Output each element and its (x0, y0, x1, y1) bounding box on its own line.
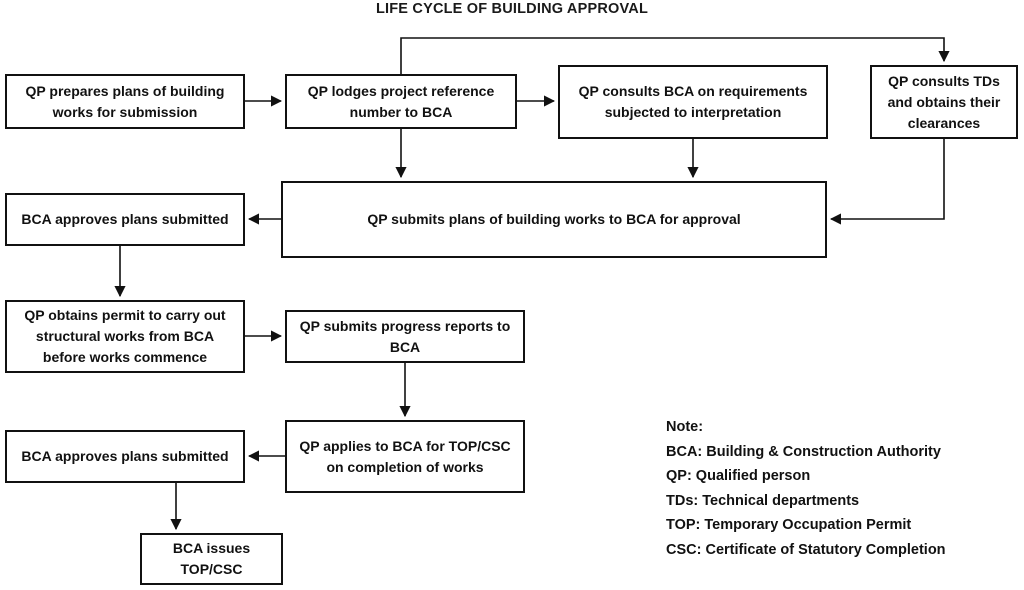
node-bca-approves-plans-1[interactable]: BCA approves plans submitted (5, 193, 245, 246)
legend-entry-qp: QP: Qualified person (666, 468, 811, 484)
node-label: QP consults BCA on requirements subjecte… (578, 83, 808, 120)
legend: Note: BCA: Building & Construction Autho… (666, 415, 946, 562)
node-qp-prepares-plans[interactable]: QP prepares plans of building works for … (5, 74, 245, 129)
node-label: QP obtains permit to carry out structura… (24, 307, 226, 365)
node-qp-applies-top-csc[interactable]: QP applies to BCA for TOP/CSC on complet… (285, 420, 525, 493)
edge-consult-tds-to-submit (829, 139, 945, 225)
node-qp-consults-tds[interactable]: QP consults TDs and obtains their cleara… (870, 65, 1018, 139)
node-bca-issues-top-csc[interactable]: BCA issues TOP/CSC (140, 533, 283, 585)
node-label: QP prepares plans of building works for … (25, 82, 225, 120)
legend-entry-top: TOP: Temporary Occupation Permit (666, 517, 912, 533)
node-label: BCA approves plans submitted (21, 211, 229, 227)
node-qp-submits-progress-reports[interactable]: QP submits progress reports to BCA (285, 310, 525, 363)
node-qp-obtains-permit[interactable]: QP obtains permit to carry out structura… (5, 300, 245, 373)
node-label: QP submits progress reports to BCA (299, 317, 511, 355)
node-label: QP applies to BCA for TOP/CSC on complet… (299, 437, 511, 475)
legend-entry-bca: BCA: Building & Construction Authority (666, 443, 941, 460)
node-label: QP consults TDs and obtains their cleara… (887, 72, 1001, 131)
node-bca-approves-plans-2[interactable]: BCA approves plans submitted (5, 430, 245, 483)
legend-entry-csc: CSC: Certificate of Statutory Completion (666, 541, 946, 558)
legend-heading: Note: (666, 419, 704, 435)
page-title: LIFE CYCLE OF BUILDING APPROVAL (375, 1, 649, 17)
node-label: QP lodges project reference number to BC… (307, 82, 495, 120)
node-label: BCA issues TOP/CSC (172, 540, 251, 577)
node-label: BCA approves plans submitted (21, 448, 229, 464)
node-qp-submits-plans[interactable]: QP submits plans of building works to BC… (281, 181, 827, 258)
node-label: QP submits plans of building works to BC… (367, 211, 741, 227)
node-qp-consults-bca[interactable]: QP consults BCA on requirements subjecte… (558, 65, 828, 139)
edge-lodge-to-consult-tds (400, 37, 950, 74)
legend-entry-tds: TDs: Technical departments (666, 492, 860, 509)
node-qp-lodges-project-reference[interactable]: QP lodges project reference number to BC… (285, 74, 517, 129)
